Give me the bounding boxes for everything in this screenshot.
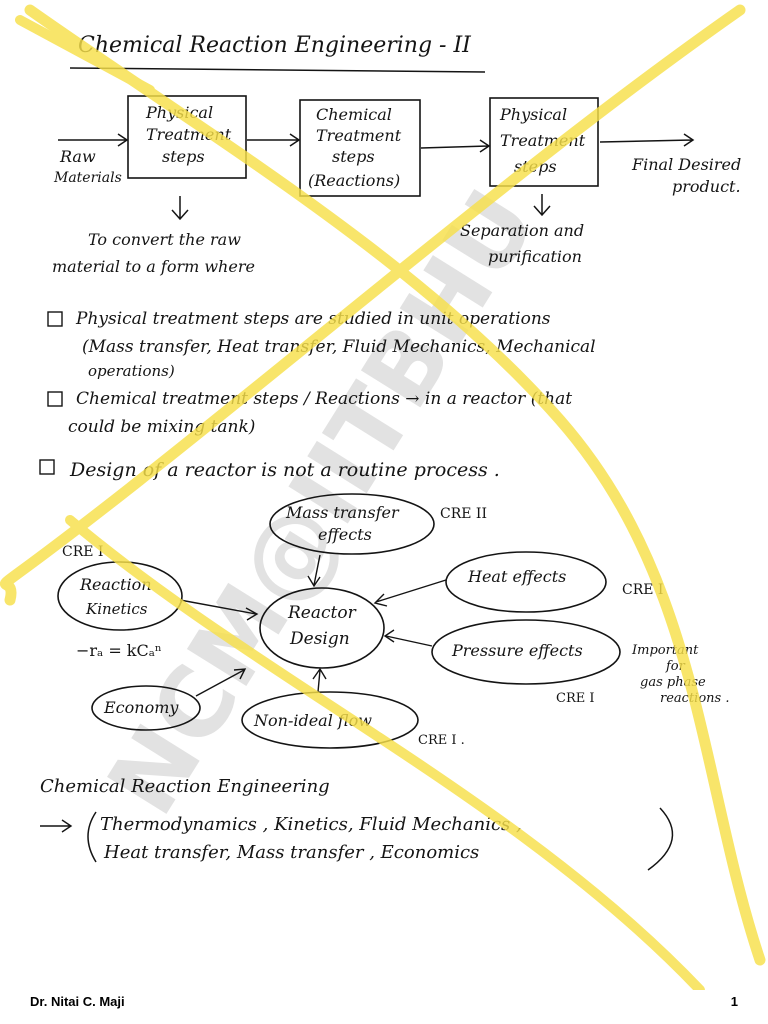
node-pressure-effects: [431, 619, 621, 685]
tag-cre-1-pressure: CRE I: [556, 691, 595, 706]
box-chemical: [299, 99, 421, 197]
arrow-kinetics-to-center: [179, 599, 259, 621]
box1-line-3: steps: [162, 147, 205, 166]
node-pressure-effects-label: Pressure effects: [451, 641, 583, 660]
highlighter-cross: [0, 4, 766, 990]
note-box3-line-2: purification: [488, 247, 582, 266]
tag-cre-1-nonideal: CRE I .: [418, 733, 465, 748]
input-label-2: Materials: [53, 170, 122, 186]
summary-line-2: Heat transfer, Mass transfer , Economics: [103, 842, 479, 863]
bullet-1-line-1: Physical treatment steps are studied in …: [75, 309, 551, 329]
pressure-note-line-1: Important: [631, 643, 699, 658]
arrow-input: [58, 133, 129, 147]
arrow-down-box1: [171, 196, 189, 221]
box2-line-1: Chemical: [316, 105, 392, 124]
node-economy: [91, 685, 201, 731]
arrow-economy-to-center: [195, 668, 247, 697]
rate-equation: −rₐ = kCₐⁿ: [76, 641, 162, 660]
bullet-1-line-3: operations): [88, 362, 175, 380]
summary-section: Chemical Reaction Engineering Thermodyna…: [40, 776, 674, 871]
page-title: Chemical Reaction Engineering - II: [78, 33, 472, 58]
node-reactor-design-line-2: Design: [289, 629, 350, 649]
highlight-stroke-top-band: [15, 15, 155, 95]
arrow-output: [599, 133, 695, 147]
bullet-1-line-2: (Mass transfer, Heat transfer, Fluid Mec…: [82, 337, 596, 357]
notes-canvas: NCM@IITBHU Chemical Reaction Engineering…: [0, 4, 766, 990]
note-box1-line-2: material to a form where: [52, 257, 255, 276]
box2-line-3: steps: [332, 147, 375, 166]
bullet-marker-3: [39, 459, 55, 475]
arrow-mass-to-center: [307, 554, 321, 588]
node-reactor-design: [259, 587, 385, 669]
box-physical-2: [489, 97, 599, 187]
bullet-marker-2: [47, 391, 63, 407]
summary-paren-right: [647, 807, 674, 871]
node-mass-transfer-line-2: effects: [318, 525, 372, 544]
node-reactor-design-line-1: Reactor: [287, 603, 357, 623]
box2-line-4: (Reactions): [308, 171, 400, 190]
process-flow: Physical Treatment steps Chemical Treatm…: [52, 95, 741, 276]
input-label-1: Raw: [59, 147, 96, 166]
summary-line-1: Thermodynamics , Kinetics, Fluid Mechani…: [100, 814, 522, 835]
box2-line-2: Treatment: [316, 126, 402, 145]
note-box1-line-1: To convert the raw: [88, 230, 241, 249]
node-economy-label: Economy: [103, 698, 179, 717]
footer-author: Dr. Nitai C. Maji: [30, 994, 125, 1009]
tag-cre-2: CRE II: [440, 506, 487, 522]
arrow-box2-box3: [420, 139, 491, 153]
highlight-stroke-lower-diagonal: [65, 515, 705, 990]
arrow-box1-box2: [247, 133, 301, 147]
arrow-nonideal-to-center: [312, 667, 327, 693]
bullet-2-line-2: could be mixing tank): [68, 417, 255, 437]
note-box3-line-1: Separation and: [460, 221, 584, 240]
highlight-stroke-left-to-right: [24, 4, 766, 966]
node-kinetics-line-1: Reaction: [79, 575, 152, 594]
node-mass-transfer: [269, 493, 435, 555]
node-heat-effects: [445, 551, 607, 613]
summary-paren-left: [87, 811, 97, 863]
node-mass-transfer-line-1: Mass transfer: [285, 503, 400, 522]
box3-line-1: Physical: [499, 105, 567, 124]
page-number: 1: [730, 994, 738, 1009]
node-kinetics-line-2: Kinetics: [85, 600, 148, 618]
arrow-heat-to-center: [373, 579, 447, 607]
page-footer: Dr. Nitai C. Maji 1: [0, 990, 768, 1024]
node-nonideal-flow: [241, 691, 419, 749]
node-heat-effects-label: Heat effects: [467, 567, 566, 586]
tag-cre-1-kinetics: CRE I: [62, 544, 103, 560]
highlight-stroke-right-to-left: [0, 4, 746, 606]
arrow-pressure-to-center: [383, 629, 433, 647]
bullet-2-line-1: Chemical treatment steps / Reactions → i…: [76, 389, 572, 409]
summary-heading: Chemical Reaction Engineering: [40, 776, 330, 797]
arrow-down-box3: [533, 194, 551, 217]
output-label-2: product.: [672, 177, 741, 196]
summary-arrow: [40, 819, 73, 833]
bullet-3-line-1: Design of a reactor is not a routine pro…: [69, 459, 500, 481]
output-label-1: Final Desired: [631, 155, 741, 174]
box-physical-1: [127, 95, 247, 179]
bullet-marker-1: [47, 311, 63, 327]
title-underline: [69, 67, 486, 73]
